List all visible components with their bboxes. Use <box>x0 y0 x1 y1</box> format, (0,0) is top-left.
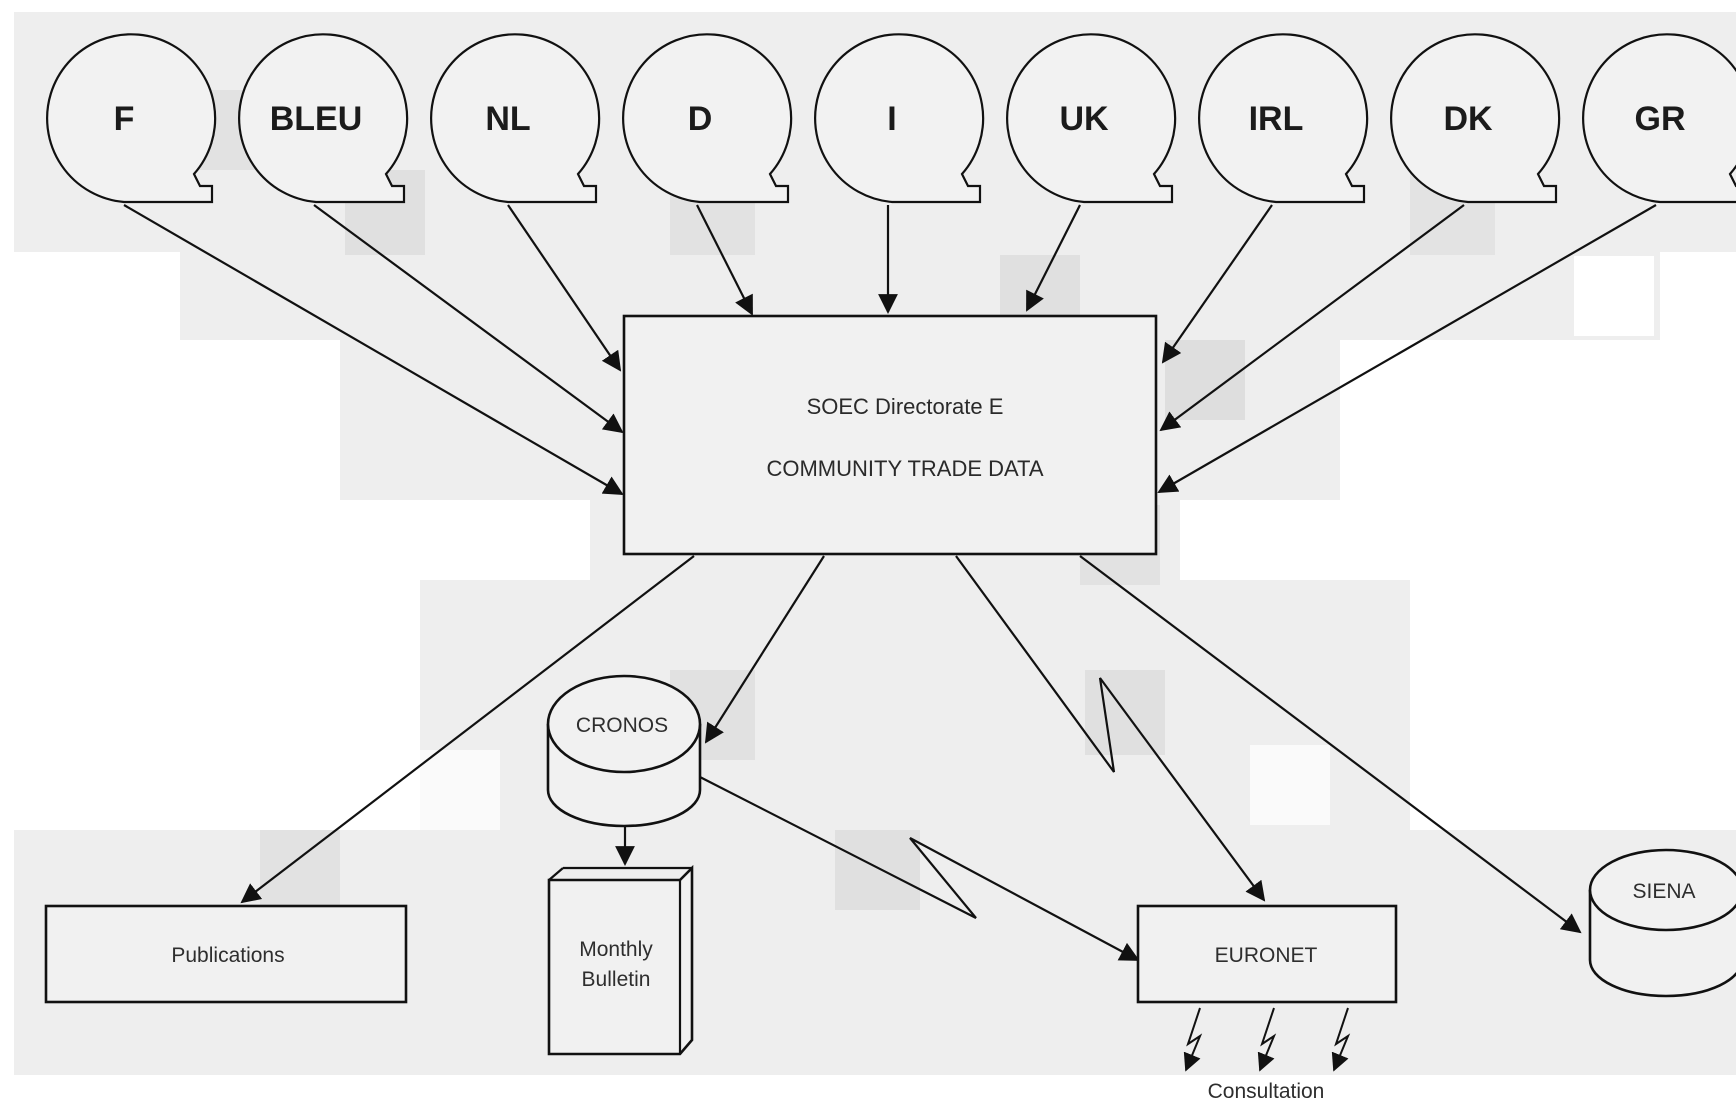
consultation-lightning: Consultation <box>1183 1007 1351 1103</box>
euronet-label: EURONET <box>1215 944 1318 967</box>
monthly-bulletin-book: Monthly Bulletin <box>547 864 694 1056</box>
country-label-uk: UK <box>1059 100 1109 138</box>
country-label-d: D <box>688 100 713 138</box>
country-bubble-bleu: BLEU <box>238 33 409 204</box>
publications-label: Publications <box>171 944 284 967</box>
consultation-label: Consultation <box>1208 1080 1325 1103</box>
bulletin-label-line1: Monthly <box>579 938 653 961</box>
cronos-database: CRONOS <box>546 674 702 828</box>
country-bubble-i: I <box>814 33 985 204</box>
country-label-f: F <box>114 100 135 138</box>
country-label-irl: IRL <box>1249 100 1304 138</box>
country-bubble-dk: DK <box>1390 33 1561 204</box>
country-label-dk: DK <box>1443 100 1493 138</box>
country-bubble-nl: NL <box>430 33 601 204</box>
outbound-arrows <box>240 555 1582 961</box>
central-box: SOEC Directorate E COMMUNITY TRADE DATA <box>622 314 1158 556</box>
country-label-i: I <box>887 100 896 138</box>
bulletin-label-line2: Bulletin <box>582 968 651 991</box>
country-bubble-irl: IRL <box>1198 33 1369 204</box>
siena-label: SIENA <box>1632 880 1695 903</box>
country-bubble-f: F <box>46 33 217 204</box>
country-sources: F BLEU NL D I UK IRL DK GR <box>46 33 1736 204</box>
country-bubble-gr: GR <box>1582 33 1736 204</box>
inbound-arrows <box>123 204 1657 495</box>
euronet-box: EURONET <box>1136 904 1398 1004</box>
siena-database: SIENA <box>1588 848 1736 998</box>
central-title: SOEC Directorate E <box>807 394 1004 419</box>
country-bubble-uk: UK <box>1006 33 1177 204</box>
country-bubble-d: D <box>622 33 793 204</box>
country-label-nl: NL <box>485 100 530 138</box>
publications-box: Publications <box>44 904 408 1004</box>
central-subtitle: COMMUNITY TRADE DATA <box>766 456 1043 481</box>
country-label-gr: GR <box>1635 100 1686 138</box>
country-label-bleu: BLEU <box>270 100 363 138</box>
cronos-label: CRONOS <box>576 714 668 737</box>
